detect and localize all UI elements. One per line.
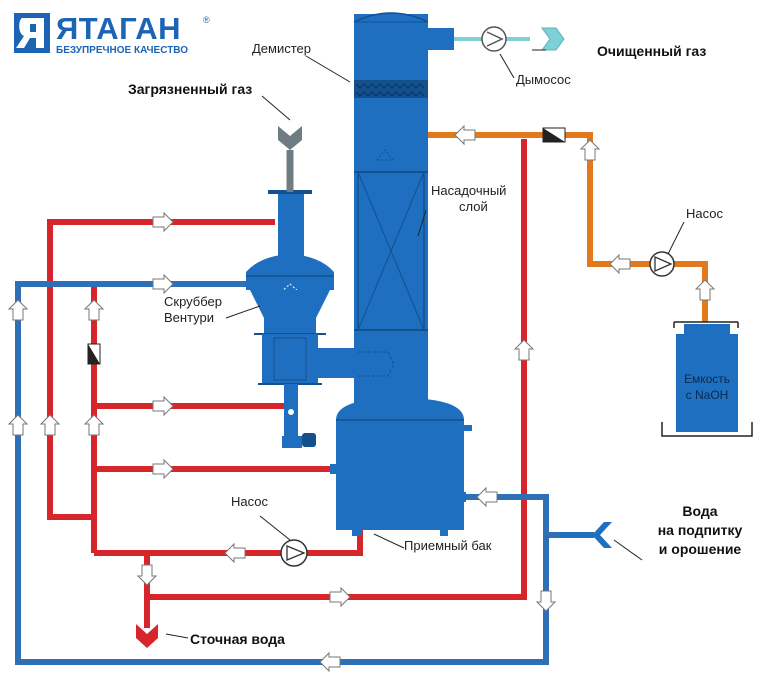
spray-nozzle xyxy=(375,149,395,161)
naoh-tank-label-line2: с NaOH xyxy=(686,388,729,402)
logo-brand: ЯТАГАН xyxy=(56,11,181,46)
water-inlet xyxy=(560,522,612,548)
dirty-gas-inlet xyxy=(278,126,302,192)
arrow-down xyxy=(136,564,158,586)
logo-icon xyxy=(14,13,50,53)
arrow-right xyxy=(152,458,174,480)
arrow-down xyxy=(535,590,557,612)
leader-lines xyxy=(165,49,685,639)
label-pump-top: Насос xyxy=(686,206,723,221)
arrow-right xyxy=(329,586,351,608)
arrow-up xyxy=(694,279,716,301)
arrow-up xyxy=(7,299,29,321)
gas-outlet-duct xyxy=(418,28,530,50)
water-inlet-chevron-icon xyxy=(592,522,612,548)
pump-bottom-icon xyxy=(280,539,308,567)
arrow-up xyxy=(579,139,601,161)
arrow-right xyxy=(152,211,174,233)
waste-water-chevron-icon xyxy=(136,624,158,648)
arrow-left xyxy=(454,124,476,146)
blue-pipe-outer-loop xyxy=(15,281,549,665)
arrow-up xyxy=(83,299,105,321)
flow-arrows xyxy=(7,124,716,673)
arrow-up xyxy=(7,414,29,436)
arrow-up xyxy=(39,414,61,436)
company-logo: ЯТАГАН ® БЕЗУПРЕЧНОЕ КАЧЕСТВО xyxy=(14,11,210,56)
label-water-line1: Вода xyxy=(682,503,717,519)
arrow-left xyxy=(609,253,631,275)
naoh-tank: Емкость с NaOH xyxy=(661,321,753,437)
red-pipe-pump-return xyxy=(94,530,363,556)
label-clean-gas: Очищенный газ xyxy=(597,43,706,59)
pump-top-icon xyxy=(649,251,675,277)
check-valve-top-right xyxy=(542,127,566,143)
arrow-right xyxy=(152,395,174,417)
label-packed-layer-line1: Насадочный xyxy=(431,183,506,198)
label-venturi-line2: Вентури xyxy=(164,310,214,325)
label-demister: Демистер xyxy=(252,41,311,56)
arrow-left xyxy=(319,651,341,673)
arrow-up xyxy=(513,339,535,361)
fan-icon xyxy=(481,26,507,52)
arrow-left xyxy=(224,542,246,564)
naoh-tank-label-line1: Емкость xyxy=(684,372,730,386)
demister-mesh xyxy=(354,80,428,98)
packed-bed xyxy=(354,171,428,331)
label-waste-water: Сточная вода xyxy=(190,631,285,647)
arrow-up xyxy=(83,414,105,436)
label-water-line2: на подпитку xyxy=(658,522,743,538)
orange-pipe-network xyxy=(382,132,708,322)
label-venturi-line1: Скруббер xyxy=(164,294,222,309)
absorber-column xyxy=(353,12,429,414)
gas-inlet-chevron-icon xyxy=(278,126,302,150)
arrow-left xyxy=(476,486,498,508)
label-packed-layer-line2: слой xyxy=(459,199,488,214)
logo-registered-mark: ® xyxy=(203,15,210,25)
label-receiving-tank: Приемный бак xyxy=(404,538,492,553)
column-side-nozzle xyxy=(312,348,395,378)
venturi-scrubber xyxy=(246,190,334,448)
orange-pipe-naoh-feed xyxy=(382,132,708,322)
logo-slogan: БЕЗУПРЕЧНОЕ КАЧЕСТВО xyxy=(56,45,188,56)
check-valve-left xyxy=(87,343,101,365)
label-fan: Дымосос xyxy=(516,72,571,87)
label-dirty-gas: Загрязненный газ xyxy=(128,81,252,97)
arrow-right xyxy=(152,273,174,295)
label-pump-bottom: Насос xyxy=(231,494,268,509)
label-water-line3: и орошение xyxy=(659,541,742,557)
clean-gas-outlet-icon xyxy=(541,27,565,51)
receiving-tank xyxy=(330,398,472,536)
